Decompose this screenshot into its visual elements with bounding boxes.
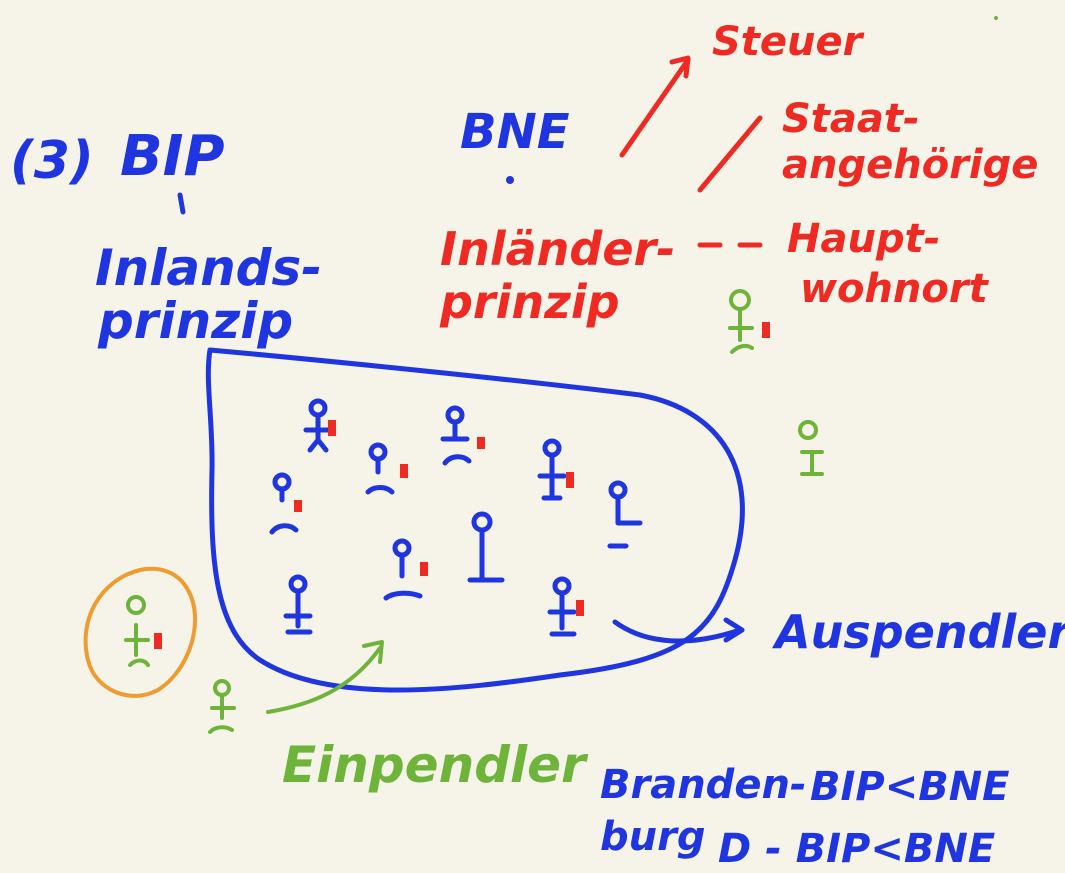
einpendler-arrow-head [362, 640, 384, 664]
note-line1-right: BIP<BNE [810, 764, 1010, 810]
person-icon [365, 442, 408, 495]
inlandsprinzip-label-line2: prinzip [97, 292, 293, 350]
steuer-label: Steuer [712, 19, 865, 65]
person-icon [798, 420, 824, 476]
person-icon [303, 398, 336, 453]
bne-connector-dot [506, 176, 514, 184]
green-figures [208, 289, 824, 734]
auspendler-arrow-line [612, 619, 743, 644]
hauptwohnort-label-line2: wohnort [800, 266, 990, 312]
auspendler-arrow-head [723, 617, 745, 643]
note-line1-left: Branden- [600, 762, 807, 808]
inlaenderprinzip-label-line2: prinzip [439, 275, 620, 329]
steuer-arrow-head [669, 55, 691, 79]
inlaender-figures [269, 398, 643, 637]
person-icon [537, 438, 574, 501]
person-icon [440, 405, 485, 466]
person-icon [283, 574, 313, 635]
person-icon [269, 472, 302, 535]
staatsangehoerige-line [697, 115, 763, 193]
orange-circle [83, 566, 197, 698]
einpendler-arrow-line [266, 646, 382, 714]
bne-label: BNE [460, 104, 570, 160]
bip-connector-line [177, 192, 186, 215]
einpendler-label: Einpendler [282, 736, 589, 794]
stray-dot [994, 16, 998, 20]
person-icon [467, 511, 505, 583]
note-line2-left: burg [600, 814, 705, 860]
person-icon [124, 595, 162, 667]
person-icon [208, 679, 236, 734]
person-icon [728, 289, 770, 354]
country-boundary [205, 347, 745, 693]
inlandsprinzip-label-line1: Inlands- [95, 239, 322, 297]
inlaenderprinzip-label-line1: Inländer- [440, 222, 675, 276]
staatsangehoerige-label-line1: Staat- [782, 96, 920, 142]
steuer-arrow-line [619, 57, 691, 158]
person-icon [547, 576, 584, 637]
section-number: (3) [10, 131, 94, 191]
hauptwohnort-label-line1: Haupt- [787, 216, 940, 262]
note-line2-right: D - BIP<BNE [718, 826, 995, 872]
staatsangehoerige-label-line2: angehörige [782, 142, 1038, 188]
person-icon [607, 480, 643, 549]
bip-label: BIP [120, 124, 225, 189]
person-icon [383, 538, 428, 601]
auspendler-label: Auspendler [772, 605, 1065, 659]
